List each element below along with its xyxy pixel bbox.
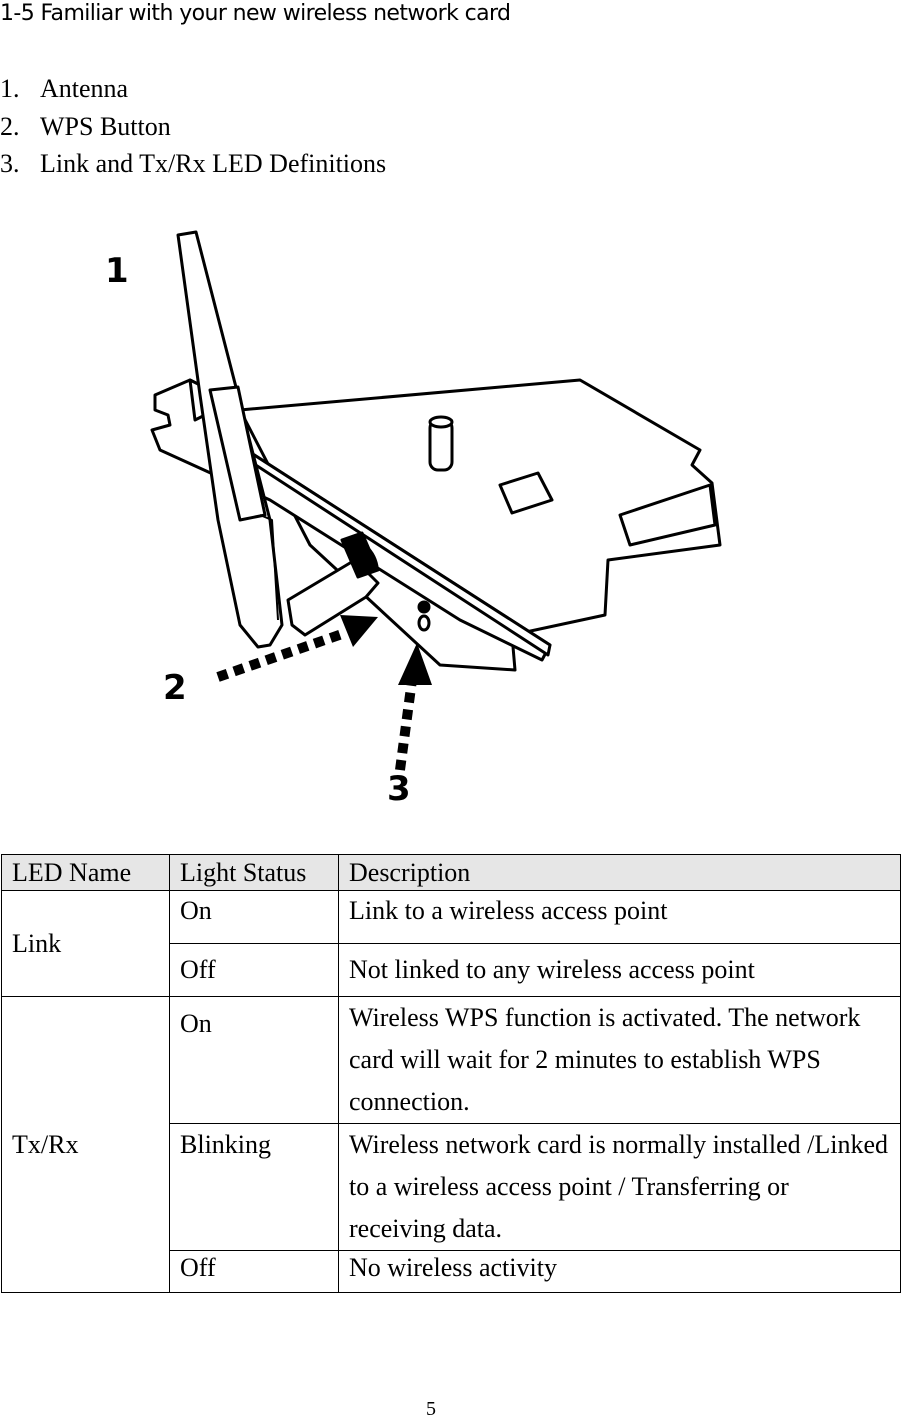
callout-3-arrowhead (398, 643, 432, 685)
description-cell: Wireless network card is normally instal… (338, 1123, 901, 1251)
parts-list: 1. Antenna 2. WPS Button 3. Link and Tx/Rx … (0, 70, 386, 183)
list-item-number: 3. (0, 149, 20, 178)
edge-connector (618, 483, 717, 547)
callout-2-label: 2 (163, 668, 187, 708)
led-txrx-hole (417, 614, 431, 632)
list-item: 1. Antenna (0, 70, 386, 108)
callout-2-arrowhead (340, 615, 378, 647)
description-cell: Link to a wireless access point (338, 890, 901, 944)
list-item-label: Antenna (40, 74, 129, 103)
callout-3-label: 3 (387, 769, 411, 809)
list-item-label: Link and Tx/Rx LED Definitions (40, 149, 387, 178)
callout-2-arrow (216, 628, 347, 682)
status-cell: Blinking (169, 1123, 339, 1251)
list-item-number: 1. (0, 74, 20, 103)
list-item-label: WPS Button (40, 111, 171, 141)
table-row: Link On Link to a wireless access point (1, 890, 901, 997)
table-header-row: LED Name Light Status Description (1, 854, 901, 891)
led-link-hole (417, 600, 431, 614)
header-description: Description (338, 854, 901, 891)
led-name-txrx: Tx/Rx (1, 996, 170, 1293)
callout-3-arrow (395, 679, 417, 771)
table-row: Off No wireless activity (2, 1250, 901, 1293)
chip (498, 471, 554, 515)
status-cell: Off (169, 943, 339, 997)
status-cell: On (169, 890, 339, 944)
table-row: Blinking Wireless network card is normal… (2, 1123, 901, 1251)
description-cell: No wireless activity (338, 1250, 901, 1293)
table-row: Off Not linked to any wireless access po… (2, 943, 901, 997)
pcb-board (238, 378, 722, 672)
status-cell: Off (169, 1250, 339, 1293)
led-definitions-table: LED Name Light Status Description Link O… (1, 854, 901, 1293)
page-number: 5 (426, 1398, 436, 1420)
list-item: 2. WPS Button (0, 108, 386, 146)
callout-1-label: 1 (105, 251, 129, 291)
header-light-status: Light Status (169, 854, 339, 891)
description-cell: Wireless WPS function is activated. The … (338, 996, 901, 1124)
list-item: 3. Link and Tx/Rx LED Definitions (0, 145, 386, 183)
list-item-number: 2. (0, 111, 20, 141)
header-led-name: LED Name (1, 854, 170, 891)
network-card-illustration: 1 2 3 (105, 230, 722, 809)
section-heading: 1-5 Familiar with your new wireless netw… (0, 1, 511, 26)
status-cell: On (169, 996, 339, 1124)
table-row: Tx/Rx On Wireless WPS function is activa… (1, 996, 901, 1293)
description-cell: Not linked to any wireless access point (338, 943, 901, 997)
led-name-link: Link (1, 890, 170, 997)
